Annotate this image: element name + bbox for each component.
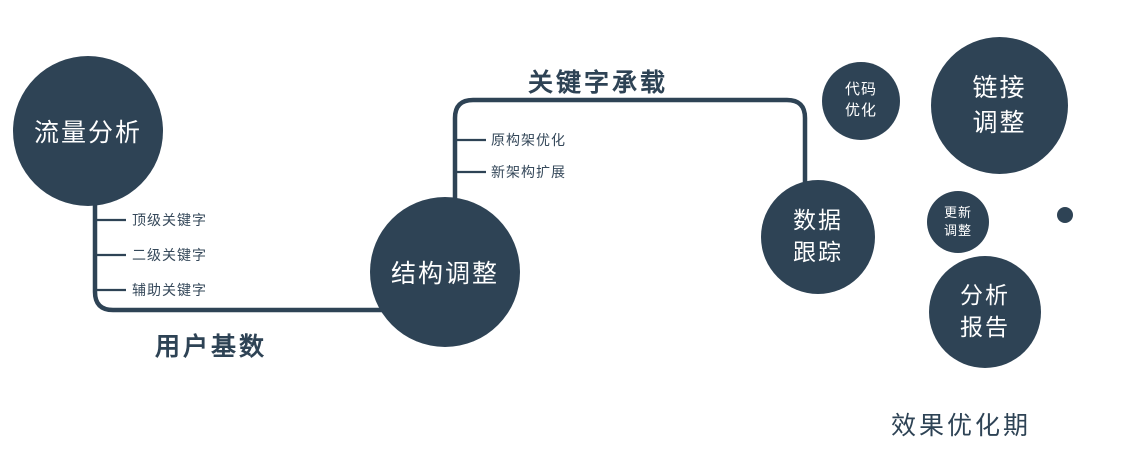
edge-label-user-base: 用户基数 <box>155 333 268 361</box>
dot-node <box>1057 207 1073 223</box>
branch-label-original-architecture: 原构架优化 <box>491 132 566 148</box>
node-traffic-analysis-label: 流量分析 <box>33 119 142 147</box>
node-update-adjustment: 更新调整 <box>927 191 989 253</box>
node-code-optimization: 代码优化 <box>822 62 900 140</box>
branch-label-secondary-keywords: 二级关键字 <box>132 247 207 263</box>
node-code-optimization-label: 代码优化 <box>844 81 877 119</box>
node-structure-adjustment: 结构调整 <box>370 197 520 347</box>
node-data-tracking-label: 数据跟踪 <box>793 207 843 265</box>
node-analysis-report: 分析报告 <box>929 256 1041 368</box>
branch-label-auxiliary-keywords: 辅助关键字 <box>132 282 207 298</box>
edge-label-keyword-carry: 关键字承载 <box>528 69 669 97</box>
node-link-adjustment: 链接调整 <box>931 37 1068 174</box>
branch-label-top-keywords: 顶级关键字 <box>132 212 207 228</box>
node-structure-adjustment-label: 结构调整 <box>390 260 499 288</box>
edge-structure-datatracking <box>452 97 808 250</box>
node-link-adjustment-label: 链接调整 <box>972 74 1027 137</box>
caption-effect-optimization-period: 效果优化期 <box>891 412 1032 440</box>
node-analysis-report-label: 分析报告 <box>960 282 1010 340</box>
branch-label-new-architecture: 新架构扩展 <box>491 164 566 180</box>
node-update-adjustment-label: 更新调整 <box>943 205 972 238</box>
node-data-tracking: 数据跟踪 <box>761 180 875 294</box>
node-traffic-analysis: 流量分析 <box>13 56 163 206</box>
edge-traffic-structure <box>92 150 400 313</box>
